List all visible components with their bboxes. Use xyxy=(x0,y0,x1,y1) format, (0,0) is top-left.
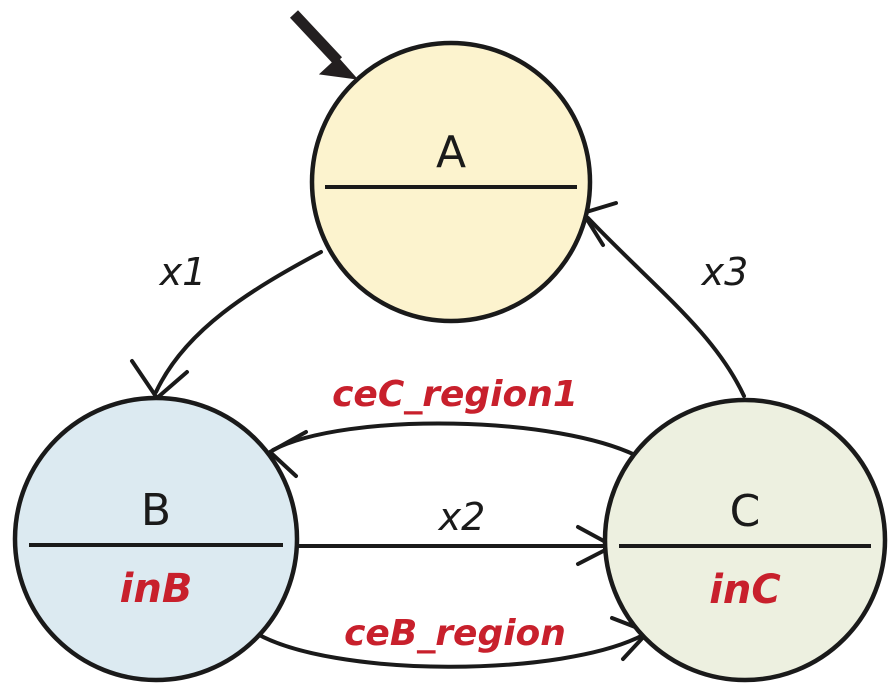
transition-c-to-a-path xyxy=(586,216,746,398)
transition-b-to-c-region-path xyxy=(252,630,647,669)
state-node-b[interactable]: B inB xyxy=(12,395,300,683)
transition-a-to-b-path xyxy=(154,250,323,394)
transition-label-x1: x1 xyxy=(159,250,207,294)
transition-a-to-b-arrowhead-icon xyxy=(130,359,189,400)
state-b-activity: inB xyxy=(120,566,193,612)
state-c-name: C xyxy=(730,486,761,537)
transition-c-to-a[interactable] xyxy=(581,201,746,398)
initial-transition-arrow xyxy=(289,10,359,80)
transition-c-to-b-path xyxy=(271,421,643,460)
state-node-c[interactable]: C inC xyxy=(602,397,888,683)
state-b-circle xyxy=(12,395,300,683)
state-a-circle xyxy=(309,40,593,324)
state-node-a[interactable]: A xyxy=(309,40,593,324)
initial-arrow-arrowhead-icon xyxy=(318,42,359,80)
transition-label-x2: x2 xyxy=(438,495,486,539)
state-a-name: A xyxy=(436,127,466,178)
transition-c-to-b[interactable] xyxy=(268,421,643,478)
state-b-name: B xyxy=(141,485,171,536)
transition-label-cec-region1: ceC_region1 xyxy=(332,374,578,415)
transition-label-x3: x3 xyxy=(701,250,749,294)
state-c-activity: inC xyxy=(709,567,781,613)
transition-label-ceb-region: ceB_region xyxy=(344,613,566,654)
transition-c-to-b-arrowhead-icon xyxy=(268,430,308,478)
state-c-circle xyxy=(602,397,888,683)
